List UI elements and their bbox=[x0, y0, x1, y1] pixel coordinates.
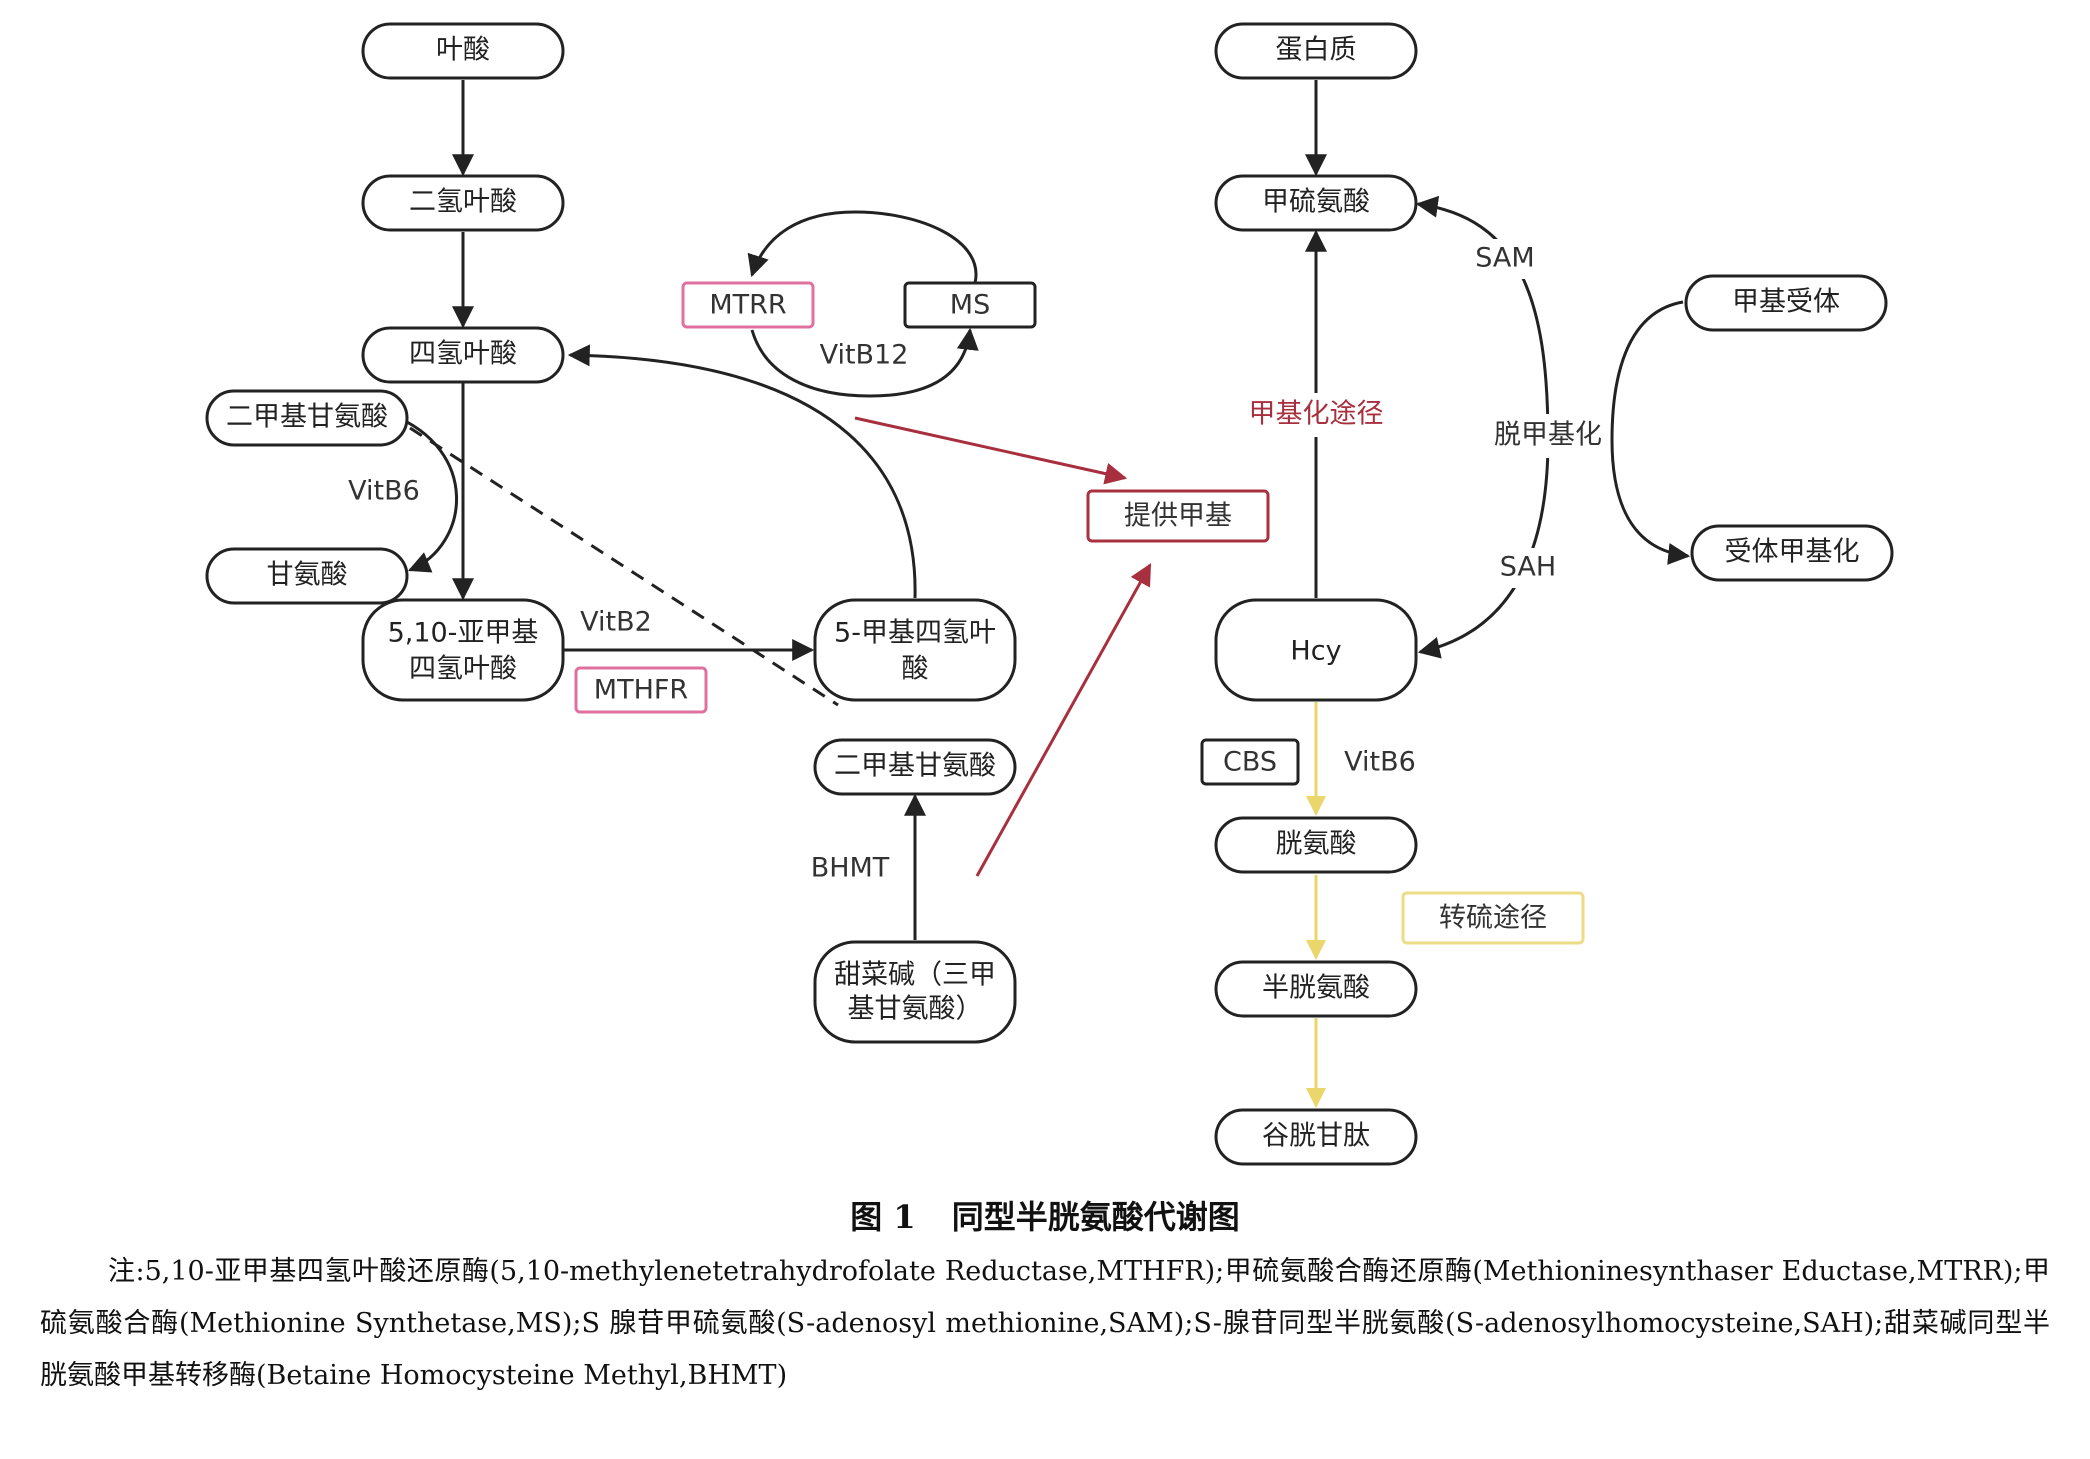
node-label: 甲基受体 bbox=[1732, 287, 1840, 318]
label-vitb6-left: VitB6 bbox=[330, 469, 438, 513]
label-text: VitB2 bbox=[580, 607, 652, 638]
metabolism-diagram: 叶酸 二氢叶酸 四氢叶酸 二甲基甘氨酸 甘氨酸 5,10-亚甲基 四氢叶酸 5-… bbox=[205, 22, 1894, 1166]
label-bhmt: BHMT bbox=[793, 846, 907, 890]
node-label-line1: 甜菜碱（三甲 bbox=[834, 960, 996, 991]
edge-red-betaine-to-methyl bbox=[975, 563, 1152, 877]
label-text: CBS bbox=[1223, 747, 1277, 778]
node-label: 半胱氨酸 bbox=[1262, 973, 1370, 1004]
figure-note: 注:5,10-亚甲基四氢叶酸还原酶(5,10-methylenetetrahyd… bbox=[40, 1256, 2050, 1391]
label-cbs: CBS bbox=[1200, 738, 1300, 786]
node-label: 蛋白质 bbox=[1276, 35, 1357, 66]
node-label: Hcy bbox=[1290, 636, 1341, 667]
label-mtrr: MTRR bbox=[681, 281, 815, 329]
node-label: 叶酸 bbox=[436, 35, 490, 66]
edge-dashed-dmg-link bbox=[409, 426, 839, 707]
node-acceptor-methylated: 受体甲基化 bbox=[1690, 524, 1894, 582]
node-glutathione: 谷胱甘肽 bbox=[1214, 1108, 1418, 1166]
label-text: VitB6 bbox=[1344, 747, 1416, 778]
node-methionine: 甲硫氨酸 bbox=[1214, 174, 1418, 232]
node-label-line2: 四氢叶酸 bbox=[409, 654, 517, 685]
node-label-line1: 5,10-亚甲基 bbox=[388, 618, 539, 649]
node-label: 甲硫氨酸 bbox=[1262, 187, 1370, 218]
label-vitb2: VitB2 bbox=[566, 602, 666, 644]
figure-title: 同型半胱氨酸代谢图 bbox=[951, 1198, 1240, 1236]
node-label-line2: 酸 bbox=[902, 654, 929, 685]
node-label-line1: 5-甲基四氢叶 bbox=[834, 618, 996, 649]
node-label: 受体甲基化 bbox=[1725, 537, 1860, 568]
figure-caption: 图 1 同型半胱氨酸代谢图 bbox=[0, 1192, 2090, 1238]
label-text: VitB12 bbox=[820, 340, 909, 371]
label-vitb12: VitB12 bbox=[805, 333, 923, 377]
label-text: VitB6 bbox=[348, 476, 420, 507]
edge-dmg-to-glycine bbox=[391, 413, 458, 573]
node-label: 甘氨酸 bbox=[267, 560, 348, 591]
node-dihydrofolate: 二氢叶酸 bbox=[361, 174, 565, 232]
node-methylene-thf: 5,10-亚甲基 四氢叶酸 bbox=[361, 598, 565, 702]
label-provide-methyl: 提供甲基 bbox=[1086, 489, 1270, 543]
node-dimethylglycine-left: 二甲基甘氨酸 bbox=[205, 389, 409, 447]
node-label-line2: 基甘氨酸） bbox=[848, 994, 983, 1025]
label-transsulfuration: 转硫途径 bbox=[1401, 891, 1585, 945]
label-text: 转硫途径 bbox=[1439, 903, 1547, 934]
node-tetrahydrofolate: 四氢叶酸 bbox=[361, 326, 565, 384]
label-methylation-pathway: 甲基化途径 bbox=[1246, 393, 1386, 437]
node-label: 胱氨酸 bbox=[1276, 829, 1357, 860]
label-text: MS bbox=[950, 290, 990, 321]
node-cystathionine: 胱氨酸 bbox=[1214, 816, 1418, 874]
node-methyl-thf: 5-甲基四氢叶 酸 bbox=[813, 598, 1017, 702]
node-label: 二氢叶酸 bbox=[409, 187, 517, 218]
label-text: MTRR bbox=[709, 290, 786, 321]
label-sah: SAH bbox=[1493, 548, 1563, 588]
node-homocysteine: Hcy bbox=[1214, 598, 1418, 702]
label-ms: MS bbox=[903, 281, 1037, 329]
label-vitb6-right: VitB6 bbox=[1326, 740, 1434, 784]
edge-acceptor-methylation bbox=[1610, 300, 1691, 565]
label-text: 脱甲基化 bbox=[1494, 420, 1602, 451]
node-dimethylglycine-right: 二甲基甘氨酸 bbox=[813, 738, 1017, 796]
node-cysteine: 半胱氨酸 bbox=[1214, 960, 1418, 1018]
label-text: 甲基化途径 bbox=[1249, 399, 1384, 430]
node-label: 谷胱甘肽 bbox=[1262, 1121, 1370, 1152]
node-methyl-acceptor: 甲基受体 bbox=[1684, 274, 1888, 332]
node-folic-acid: 叶酸 bbox=[361, 22, 565, 80]
edge-ms-to-mtrr bbox=[747, 210, 978, 284]
label-sam: SAM bbox=[1470, 239, 1540, 279]
label-text: 提供甲基 bbox=[1124, 501, 1232, 532]
node-label: 四氢叶酸 bbox=[409, 339, 517, 370]
label-demethylation: 脱甲基化 bbox=[1490, 414, 1606, 458]
edge-methyl-thf-to-thf bbox=[567, 344, 917, 599]
node-protein: 蛋白质 bbox=[1214, 22, 1418, 80]
label-text: SAM bbox=[1475, 243, 1534, 274]
label-text: SAH bbox=[1500, 552, 1556, 583]
edge-mtrr-to-ms bbox=[750, 327, 979, 398]
figure-number: 图 1 bbox=[850, 1198, 916, 1236]
label-text: BHMT bbox=[811, 853, 890, 884]
node-label: 二甲基甘氨酸 bbox=[226, 402, 388, 433]
label-mthfr: MTHFR bbox=[574, 666, 708, 714]
node-glycine: 甘氨酸 bbox=[205, 547, 409, 605]
node-label: 二甲基甘氨酸 bbox=[834, 751, 996, 782]
label-text: MTHFR bbox=[594, 675, 688, 706]
node-betaine: 甜菜碱（三甲 基甘氨酸） bbox=[813, 940, 1017, 1044]
edge-red-cycle-to-methyl bbox=[854, 416, 1128, 485]
